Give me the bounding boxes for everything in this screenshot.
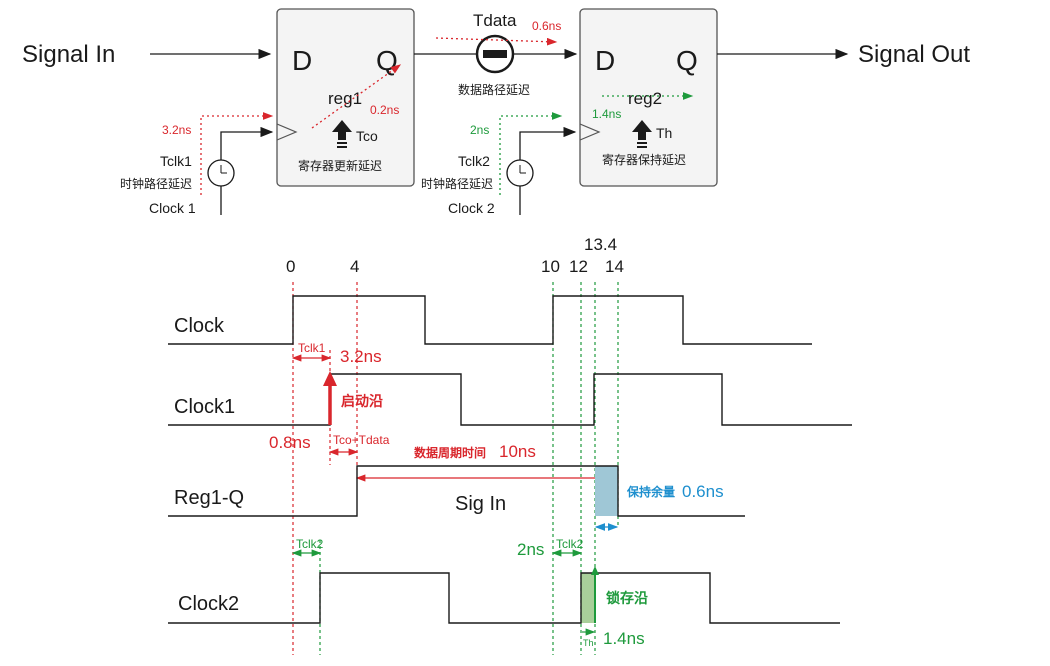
tclk2-span-label-a: Tclk2: [296, 537, 324, 551]
clock1-delay-value: 3.2ns: [162, 123, 191, 137]
reg2-clock-pin: [579, 123, 601, 141]
clock1-wire-b: [220, 126, 274, 160]
tclk1-span-label: Tclk1: [298, 341, 326, 355]
clock2-name: Clock 2: [448, 200, 495, 216]
signal-out-label: Signal Out: [858, 41, 970, 68]
clock2-caption: 时钟路径延迟: [421, 176, 493, 191]
tco-arrow-icon: [332, 120, 352, 148]
th-arrow-icon: [632, 120, 652, 148]
tick-10: 10: [541, 257, 560, 276]
tdata-value: 0.6ns: [532, 19, 561, 33]
tick-12: 12: [569, 257, 588, 276]
clock-waveform: [168, 295, 812, 345]
hold-margin-value: 0.6ns: [682, 482, 724, 501]
clock1-tclk-label: Tclk1: [160, 153, 192, 169]
launch-edge-label: 启动沿: [341, 393, 383, 409]
row-label-clock2: Clock2: [178, 593, 239, 615]
tclk2-span-label-b: Tclk2: [556, 537, 584, 551]
delay-element-icon: [475, 34, 515, 74]
reg1-clock-pin: [276, 123, 298, 141]
clock2-waveform: [168, 572, 840, 624]
th-span-value: 1.4ns: [603, 629, 645, 648]
clock1-delay-path: [200, 112, 274, 195]
clock1-icon: [207, 159, 235, 187]
tco-tdata-label: Tco+Tdata: [333, 433, 390, 447]
tick-4: 4: [350, 257, 359, 276]
clock2-delay-value: 2ns: [470, 123, 489, 137]
sig-in-label: Sig In: [455, 493, 506, 515]
reg1-d-pin: D: [292, 45, 312, 76]
hold-margin-region: [595, 466, 618, 516]
clock1-caption: 时钟路径延迟: [120, 176, 192, 191]
data-period-value: 10ns: [499, 442, 536, 461]
reg2-th-label: Th: [656, 125, 672, 141]
data-path-caption: 数据路径延迟: [458, 82, 530, 97]
reg1q-waveform: [168, 465, 745, 517]
clock2-icon: [506, 159, 534, 187]
th-region: [581, 573, 595, 623]
clock2-wire-b: [519, 126, 577, 160]
data-period-label: 数据周期时间: [414, 445, 486, 460]
reg2-box: [579, 8, 718, 187]
th-span-label: Th: [583, 638, 594, 648]
clock2-tclk-label: Tclk2: [458, 153, 490, 169]
tdata-label: Tdata: [473, 11, 517, 30]
clock2-delay-path: [499, 112, 563, 195]
tick-0: 0: [286, 257, 295, 276]
hold-margin-label: 保持余量: [626, 484, 675, 499]
clock1-waveform: [168, 373, 852, 426]
clock1-name: Clock 1: [149, 200, 196, 216]
tick-14: 14: [605, 257, 624, 276]
reg1-tco-value: 0.2ns: [370, 103, 399, 117]
row-label-clock1: Clock1: [174, 396, 235, 418]
reg1-box: [276, 8, 415, 187]
row-label-reg1q: Reg1-Q: [174, 487, 244, 509]
tick-13-4: 13.4: [584, 235, 617, 254]
launch-edge-arrow-icon: [323, 371, 337, 425]
reg2-caption: 寄存器保持延迟: [602, 152, 686, 167]
reg1-internal-path: [311, 64, 402, 129]
tclk1-span-value: 3.2ns: [340, 347, 382, 366]
reg2-th-value: 1.4ns: [592, 107, 621, 121]
tdata-path: [435, 37, 558, 46]
row-label-clock: Clock: [174, 315, 225, 337]
reg1-q-pin: Q: [376, 45, 398, 76]
reg1-tco-label: Tco: [356, 128, 378, 144]
reg2-name: reg2: [628, 89, 662, 108]
reg2-d-pin: D: [595, 45, 615, 76]
reg1-caption: 寄存器更新延迟: [298, 158, 382, 173]
reg1-name: reg1: [328, 89, 362, 108]
tclk2-span-value: 2ns: [517, 540, 544, 559]
signal-in-label: Signal In: [22, 41, 115, 68]
offset-value: 0.8ns: [269, 433, 311, 452]
reg2-q-pin: Q: [676, 45, 698, 76]
latch-edge-label: 锁存沿: [606, 590, 648, 606]
latch-edge-arrow-icon: [591, 566, 599, 575]
